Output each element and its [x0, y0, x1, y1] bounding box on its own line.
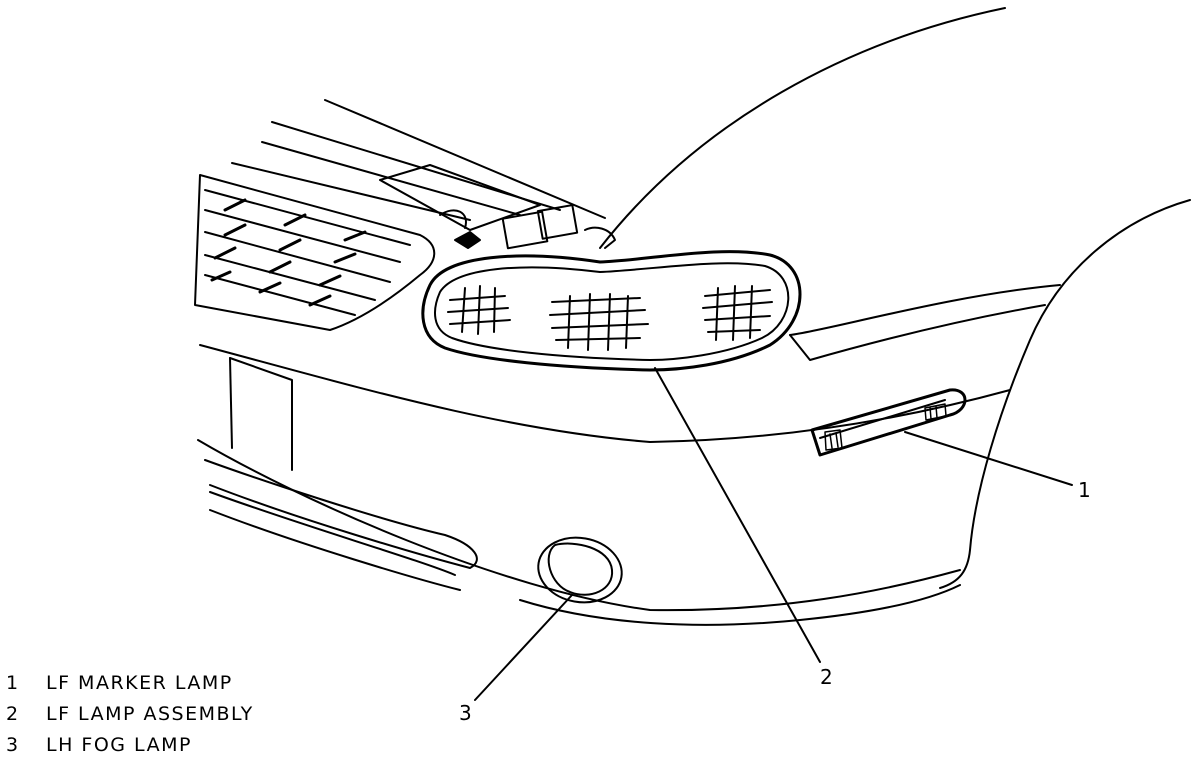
bumper	[197, 344, 1011, 626]
callout-2: 2	[820, 665, 833, 689]
legend-label: LF MARKER LAMP	[46, 671, 233, 694]
leader-line-1	[904, 431, 1073, 486]
legend-number: 2	[6, 702, 20, 725]
headlamp-assembly	[421, 250, 802, 372]
fender	[599, 7, 1191, 589]
legend-item: 1 LF MARKER LAMP	[6, 667, 254, 698]
callout-3: 3	[459, 701, 472, 725]
leader-line-3	[474, 594, 573, 701]
legend-item: 2 LF LAMP ASSEMBLY	[6, 698, 254, 729]
fog-lamp	[537, 536, 623, 604]
legend: 1 LF MARKER LAMP 2 LF LAMP ASSEMBLY 3 LH…	[6, 667, 254, 760]
leader-lines	[474, 367, 1073, 701]
leader-line-2	[654, 367, 821, 663]
legend-number: 3	[6, 733, 20, 756]
legend-label: LF LAMP ASSEMBLY	[46, 702, 254, 725]
marker-lamp	[810, 388, 967, 457]
legend-item: 3 LH FOG LAMP	[6, 729, 254, 760]
legend-number: 1	[6, 671, 20, 694]
latch-area	[379, 164, 616, 250]
legend-label: LH FOG LAMP	[46, 733, 192, 756]
grille	[194, 174, 436, 331]
callout-1: 1	[1078, 478, 1091, 502]
